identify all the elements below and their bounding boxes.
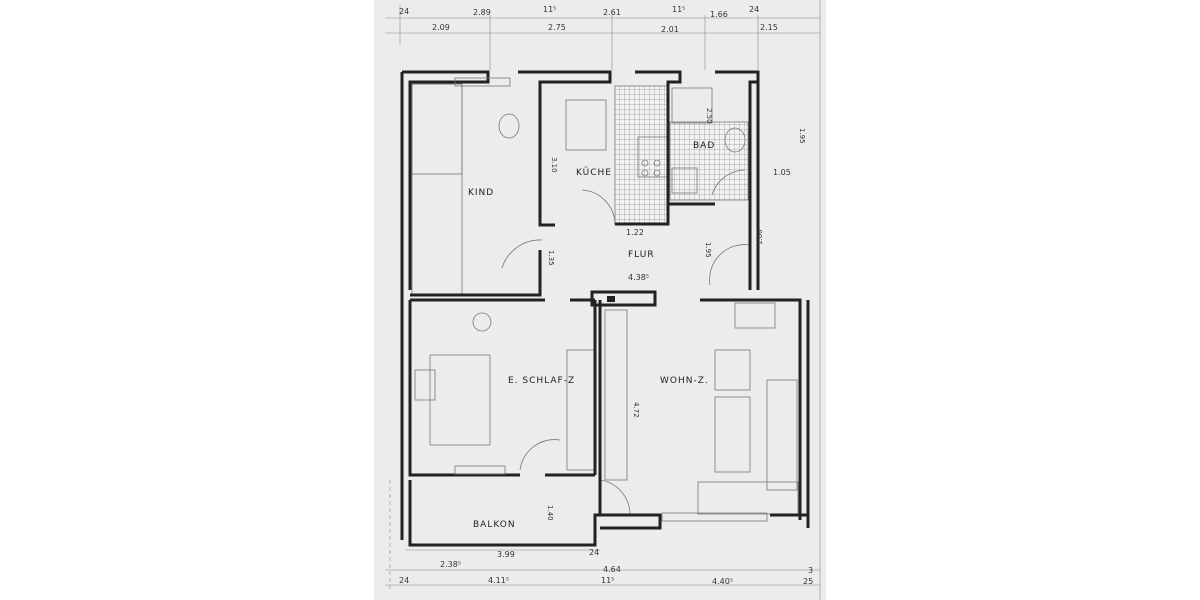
door-swings bbox=[501, 169, 751, 516]
dim-label: 3 bbox=[808, 566, 813, 575]
dim-label: 2.01 bbox=[661, 25, 679, 34]
dim-label: 2.89 bbox=[473, 8, 491, 17]
dim-label: 24 bbox=[399, 576, 409, 585]
dim-label: 4.72 bbox=[632, 402, 640, 418]
dim-label: 24 bbox=[399, 7, 409, 16]
dim-label: 1.95 bbox=[704, 242, 712, 258]
dim-label: 2.09 bbox=[432, 23, 450, 32]
top-dimensions: 24 2.89 11⁵ 2.61 11⁵ 1.66 24 2.09 2.75 2… bbox=[399, 5, 778, 34]
dim-label: 11⁵ bbox=[601, 576, 614, 585]
dim-label: 2.15 bbox=[760, 23, 778, 32]
chimney-shaft bbox=[607, 296, 615, 302]
dim-label: 4.38⁵ bbox=[628, 273, 649, 282]
walls bbox=[400, 70, 810, 547]
bottom-dimensions: 3.99 24 2.38⁵ 4.64 3 24 4.11⁵ 11⁵ 4.40⁵ … bbox=[399, 548, 813, 586]
dim-label: 25 bbox=[803, 577, 813, 586]
room-label-schlaf: E. SCHLAF-Z bbox=[508, 376, 575, 386]
dimension-lines bbox=[385, 0, 821, 600]
dim-label: 2.50 bbox=[705, 108, 713, 124]
dim-label: 4.40⁵ bbox=[712, 577, 733, 586]
dim-label: 24 bbox=[589, 548, 599, 557]
dim-label: 2.61 bbox=[603, 8, 621, 17]
interior-dimensions: 3.10 1.22 4.38⁵ 1.35 1.95 1.60 2.50 1.05… bbox=[546, 108, 806, 521]
dim-label: 11⁵ bbox=[543, 5, 556, 14]
room-label-flur: FLUR bbox=[628, 250, 655, 260]
dim-label: 1.05 bbox=[773, 168, 791, 177]
dim-label: 1.66 bbox=[710, 10, 728, 19]
room-label-balkon: BALKON bbox=[473, 520, 516, 530]
room-label-bad: BAD bbox=[693, 141, 715, 151]
room-label-kind: KIND bbox=[468, 188, 494, 198]
floor-plan-sheet: KIND KÜCHE BAD FLUR E. SCHLAF-Z WOHN-Z. … bbox=[374, 0, 826, 600]
dim-label: 2.75 bbox=[548, 23, 566, 32]
dim-label: 3.99 bbox=[497, 550, 515, 559]
dim-label: 4.64 bbox=[603, 565, 621, 574]
dim-label: 1.60 bbox=[756, 229, 764, 245]
dim-label: 2.38⁵ bbox=[440, 560, 461, 569]
kitchen-tiles bbox=[614, 85, 669, 225]
dim-label: 1.35 bbox=[547, 250, 555, 266]
dim-label: 24 bbox=[749, 5, 759, 14]
dim-label: 11⁵ bbox=[672, 5, 685, 14]
dim-label: 3.10 bbox=[550, 157, 558, 173]
dim-label: 1.40 bbox=[546, 505, 554, 521]
room-label-kueche: KÜCHE bbox=[576, 167, 612, 178]
dim-label: 4.11⁵ bbox=[488, 576, 509, 585]
dim-label: 1.22 bbox=[626, 228, 644, 237]
room-label-wohn: WOHN-Z. bbox=[660, 376, 709, 386]
bath-tiles bbox=[669, 121, 749, 201]
floor-plan: KIND KÜCHE BAD FLUR E. SCHLAF-Z WOHN-Z. … bbox=[385, 0, 821, 600]
dim-label: 1.95 bbox=[798, 128, 806, 144]
